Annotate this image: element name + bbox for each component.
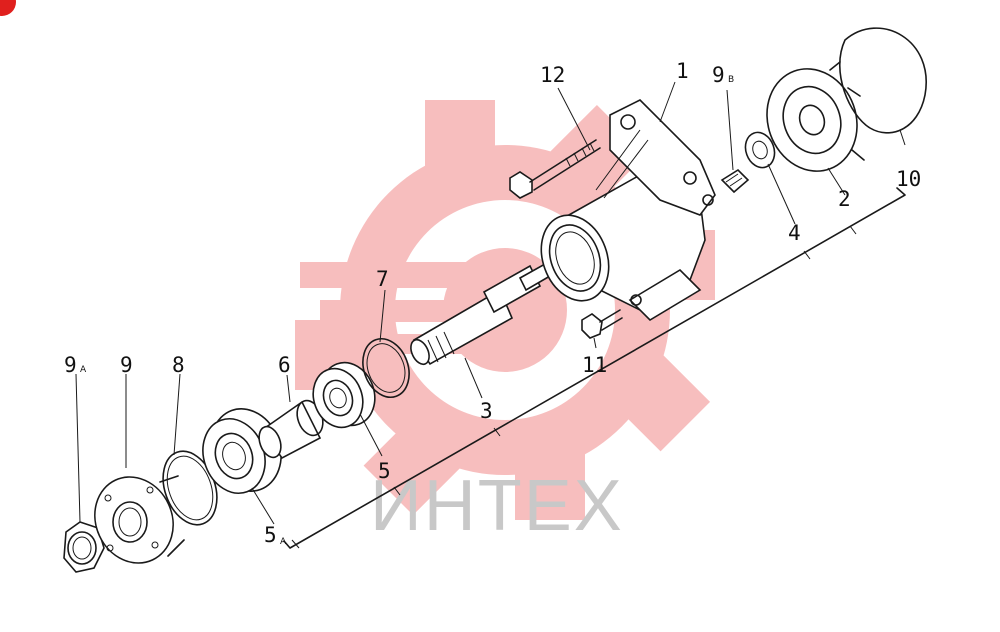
- label-part-7: 7: [376, 267, 389, 291]
- label-part-11: 11: [582, 353, 607, 377]
- label-part-9b: 9: [712, 63, 725, 87]
- label-part-10: 10: [896, 167, 921, 191]
- leader-lines: [75, 81, 906, 525]
- bracket-tick-5: [393, 486, 401, 496]
- corner-badge: [0, 0, 16, 16]
- part-1-housing: [540, 99, 716, 322]
- part-12-bolt: [509, 139, 601, 199]
- label-part-4: 4: [788, 221, 801, 245]
- label-part-9a: 9: [64, 353, 77, 377]
- label-part-9b-sub: B: [728, 75, 734, 85]
- label-part-3: 3: [480, 399, 493, 423]
- label-part-6: 6: [278, 353, 291, 377]
- bracket-tick-4: [803, 250, 811, 260]
- label-part-5: 5: [378, 459, 391, 483]
- label-part-5a-sub: A: [280, 537, 287, 547]
- label-part-2: 2: [838, 187, 851, 211]
- part-9b-stud: [720, 168, 750, 194]
- part-3-shaft: [410, 262, 552, 366]
- part-11-bolt: [581, 309, 623, 339]
- label-part-5a: 5: [264, 523, 277, 547]
- assembly-bracket-line: [283, 187, 906, 549]
- part-7-seal-ring: [362, 338, 410, 398]
- label-part-8: 8: [172, 353, 185, 377]
- label-part-12: 12: [540, 63, 565, 87]
- label-part-9a-sub: A: [80, 365, 87, 375]
- part-10-gasket: [839, 27, 927, 134]
- label-part-9: 9: [120, 353, 133, 377]
- part-9-flange: [94, 475, 185, 564]
- bracket-tick-3: [493, 427, 501, 437]
- bracket-tick-5a: [291, 539, 300, 549]
- watermark-text: ИНТЕХ: [370, 466, 624, 546]
- part-9a-nut: [63, 521, 105, 573]
- bracket-tick-2: [849, 225, 857, 235]
- part-2-cover: [766, 61, 865, 172]
- label-part-1: 1: [676, 59, 689, 83]
- part-4-washer: [744, 131, 776, 169]
- part-6-spacer: [258, 399, 324, 460]
- part-5-bearing: [312, 361, 376, 429]
